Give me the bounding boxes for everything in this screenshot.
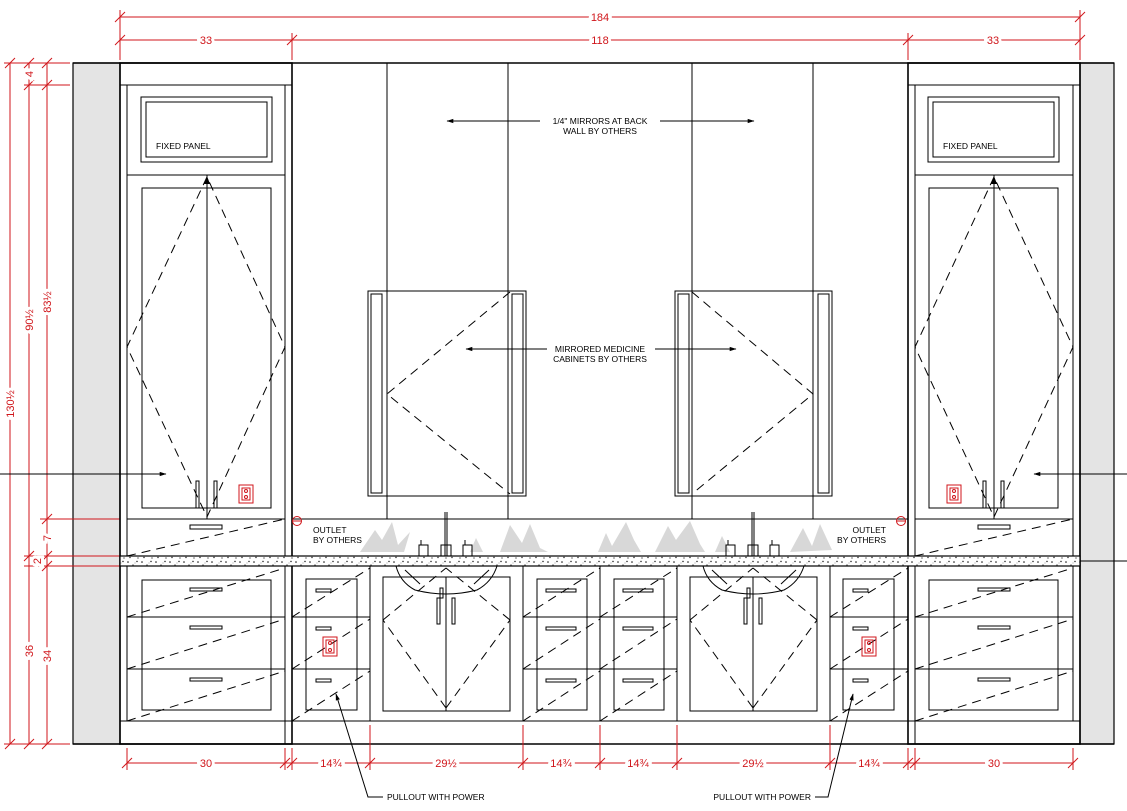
dim-top-filler: 4 xyxy=(24,71,36,77)
top-dimensions: 184 33 118 33 xyxy=(114,9,1086,60)
left-tall-cabinet xyxy=(119,62,293,745)
mirrors-note-line2: WALL BY OTHERS xyxy=(563,126,637,136)
dim-left-tall-width: 33 xyxy=(200,35,212,47)
dim-bottom-2: 14¾ xyxy=(320,758,342,770)
dim-bottom-8: 30 xyxy=(988,758,1000,770)
medicine-cabinet-right xyxy=(674,290,833,497)
pullout-left-label: PULLOUT WITH POWER xyxy=(387,792,485,802)
dim-tall-cabinet-height: 90½ xyxy=(24,309,36,330)
fixed-panel-right-label: FIXED PANEL xyxy=(943,141,998,151)
medicine-cabinet-left xyxy=(367,290,527,497)
dim-bottom-5: 14¾ xyxy=(627,758,649,770)
left-tall-outlet-icon xyxy=(238,484,254,504)
left-wall xyxy=(72,62,121,745)
outlet-right-line2: BY OTHERS xyxy=(837,535,886,545)
dim-overall-height: 130½ xyxy=(5,390,17,418)
right-sink-cabinet xyxy=(689,565,818,712)
dim-bottom-4: 14¾ xyxy=(550,758,572,770)
faucet-right xyxy=(725,512,780,557)
countertop xyxy=(119,555,1081,567)
dim-tall-door-height: 83½ xyxy=(42,291,54,312)
dim-bottom-6: 29½ xyxy=(742,758,763,770)
dim-center-width: 118 xyxy=(591,35,609,47)
left-pullout xyxy=(291,567,371,722)
outlet-left-line2: BY OTHERS xyxy=(313,535,362,545)
pullout-right-label: PULLOUT WITH POWER xyxy=(713,792,811,802)
dim-bottom-7: 14¾ xyxy=(858,758,880,770)
center-right-drawer-bank xyxy=(599,567,678,722)
bottom-dimensions: 30 14¾ 29½ 14¾ 14¾ 29½ 14¾ 30 xyxy=(121,725,1079,773)
dim-bottom-1: 30 xyxy=(200,758,212,770)
right-tall-cabinet xyxy=(907,62,1127,745)
dim-bottom-3: 29½ xyxy=(435,758,456,770)
right-drawer-bank xyxy=(914,567,1074,722)
mirrors-note-line1: 1/4" MIRRORS AT BACK xyxy=(553,116,648,126)
dim-vanity-height: 36 xyxy=(24,645,36,657)
left-drawer-bank xyxy=(126,567,286,722)
right-wall xyxy=(1079,62,1115,745)
pullout-leaders xyxy=(335,693,854,798)
medicine-note-line2: CABINETS BY OTHERS xyxy=(553,354,647,364)
left-sink-cabinet xyxy=(382,565,511,712)
dim-countertop-thickness: 2 xyxy=(32,558,44,564)
right-tall-outlet-icon xyxy=(946,484,962,504)
left-pullout-outlet-icon xyxy=(322,636,338,657)
outlet-left-line1: OUTLET xyxy=(313,525,347,535)
right-pullout-outlet-icon xyxy=(861,636,877,657)
dim-right-tall-width: 33 xyxy=(987,35,999,47)
dim-backsplash-height: 7 xyxy=(42,535,54,541)
medicine-note-line1: MIRRORED MEDICINE xyxy=(555,344,646,354)
vanity-base xyxy=(120,566,1080,744)
backsplash-veining xyxy=(360,521,832,552)
center-left-drawer-bank xyxy=(522,567,601,722)
left-dimensions: 130½ 90½ 83½ 4 7 2 36 34 xyxy=(0,57,167,750)
dim-overall-width: 184 xyxy=(591,12,609,24)
outlet-left-symbol xyxy=(292,516,302,526)
dim-vanity-box-height: 34 xyxy=(42,650,54,662)
outlet-right-symbol xyxy=(896,516,906,526)
right-pullout xyxy=(829,567,909,722)
outlet-right-line1: OUTLET xyxy=(852,525,886,535)
fixed-panel-left-label: FIXED PANEL xyxy=(156,141,211,151)
